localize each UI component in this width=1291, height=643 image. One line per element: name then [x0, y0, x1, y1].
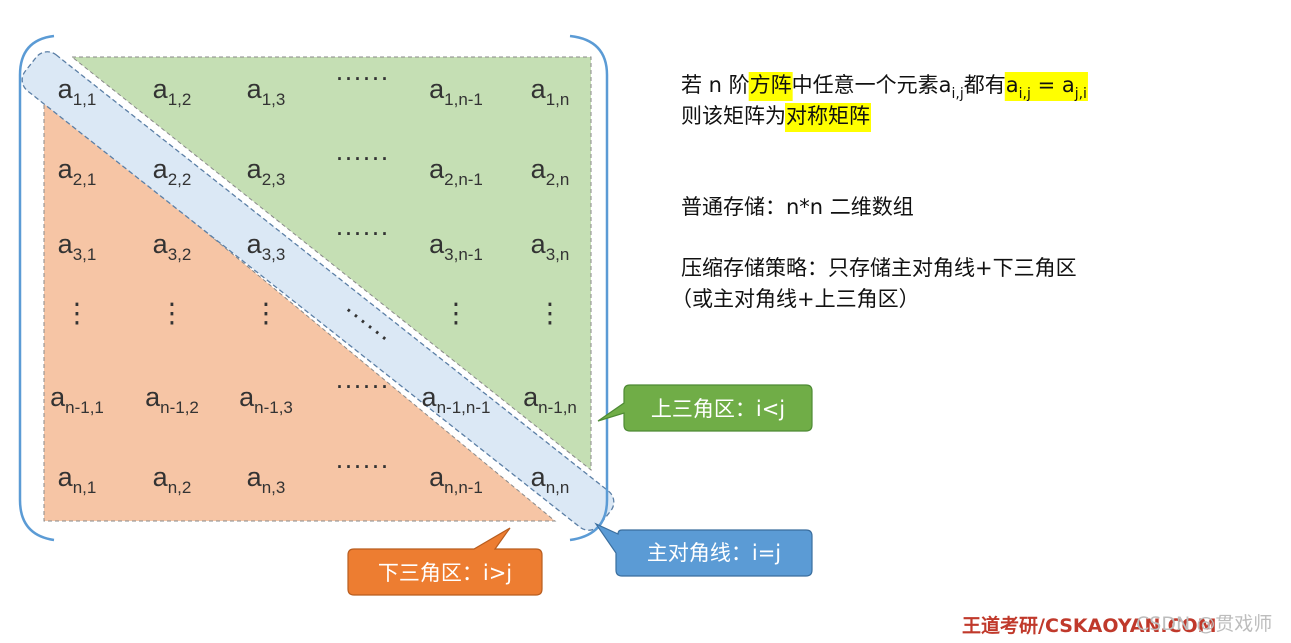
matrix-cell: a3,1: [58, 229, 97, 264]
matrix-cell: ······: [335, 142, 389, 172]
definition-line-2: 则该矩阵为对称矩阵: [681, 103, 871, 132]
highlighted-term: 对称矩阵: [786, 104, 870, 128]
matrix-cell: a1,1: [58, 74, 97, 109]
lower-triangle-callout: 下三角区：i>j: [347, 527, 543, 596]
matrix-cell: an,2: [153, 462, 192, 497]
definition-text: 若 n 阶方阵中任意一个元素 ai,j 都有 ai,j = aj,i 则该矩阵为…: [681, 72, 1088, 132]
matrix-cell: ⋮: [159, 298, 186, 328]
matrix-cell: a2,2: [153, 154, 192, 189]
matrix-cell: an-1,n: [523, 382, 577, 417]
matrix-cell: a3,n-1: [429, 229, 483, 264]
matrix-cell: a1,2: [153, 74, 192, 109]
compression-strategy-alt-text: （或主对角线+上三角区）: [671, 287, 920, 311]
highlight-mark: [1004, 72, 1088, 101]
matrix-cell: ⋮: [253, 298, 280, 328]
definition-segment: 都有: [964, 73, 1006, 97]
matrix-cells: a1,1 a1,2 a1,3 ······ a1,n-1 a1,n a2,1 a2,2 a2,3…: [50, 62, 577, 497]
compression-strategy-text: 压缩存储策略：只存储主对角线+下三角区: [681, 256, 1077, 280]
matrix-right-bracket: [569, 34, 609, 542]
matrix-cell: an-1,3: [239, 382, 293, 417]
matrix-cell: a3,2: [153, 229, 192, 264]
matrix-cell: a2,n-1: [429, 154, 483, 189]
upper-triangle-region: [70, 56, 592, 472]
matrix-cell: an-1,2: [145, 382, 199, 417]
matrix-cell: an-1,n-1: [422, 382, 491, 417]
diagonal-callout-text: 主对角线：i=j: [647, 541, 781, 565]
matrix-cell: ⋮: [64, 298, 91, 328]
highlight-mark: [748, 72, 793, 101]
definition-segment: 则该矩阵为: [681, 104, 786, 128]
definition-segment: 若 n 阶: [681, 73, 750, 97]
matrix-cell: a3,n: [531, 229, 570, 264]
matrix-cell: ······: [335, 62, 389, 92]
matrix-cell: an-1,1: [50, 382, 104, 417]
matrix-cell: an,3: [247, 462, 286, 497]
matrix-cell: ⋮: [443, 298, 470, 328]
matrix-cell: an,n-1: [429, 462, 483, 497]
matrix-cell: a1,3: [247, 74, 286, 109]
matrix-cell: ······: [335, 370, 389, 400]
upper-triangle-callout: 上三角区：i<j: [597, 384, 813, 432]
matrix-cell: a2,n: [531, 154, 570, 189]
upper-triangle-callout-text: 上三角区：i<j: [651, 397, 785, 421]
matrix-cell: an,1: [58, 462, 97, 497]
definition-segment: 中任意一个元素: [792, 73, 939, 97]
matrix-cell: a2,1: [58, 154, 97, 189]
matrix-cell: a1,n-1: [429, 74, 483, 109]
matrix-cell: ······: [335, 217, 389, 247]
definition-line-1: 若 n 阶方阵中任意一个元素 ai,j 都有 ai,j = aj,i: [681, 72, 1088, 102]
ordinary-storage-text: 普通存储：n*n 二维数组: [681, 195, 914, 219]
highlighted-term: ai,j = aj,i: [1006, 73, 1087, 102]
matrix-cell: ⋮: [537, 298, 564, 328]
matrix-cell: a2,3: [247, 154, 286, 189]
matrix-cell: ······: [335, 450, 389, 480]
matrix-cell: a3,3: [247, 229, 286, 264]
highlight-mark: [785, 103, 871, 132]
matrix-cell: a1,n: [531, 74, 570, 109]
matrix-cell: an,n: [531, 462, 570, 497]
watermark-text: 王道考研/CSKAOYAN.COM: [962, 614, 1217, 637]
matrix-left-bracket: [18, 34, 55, 542]
lower-triangle-callout-text: 下三角区：i>j: [378, 561, 512, 585]
diagonal-callout: 主对角线：i=j: [594, 522, 813, 577]
highlighted-term: 方阵: [750, 73, 792, 97]
definition-segment: ai,j: [939, 73, 964, 102]
watermark-overlay: CSDN @贯戏师: [1136, 613, 1272, 635]
